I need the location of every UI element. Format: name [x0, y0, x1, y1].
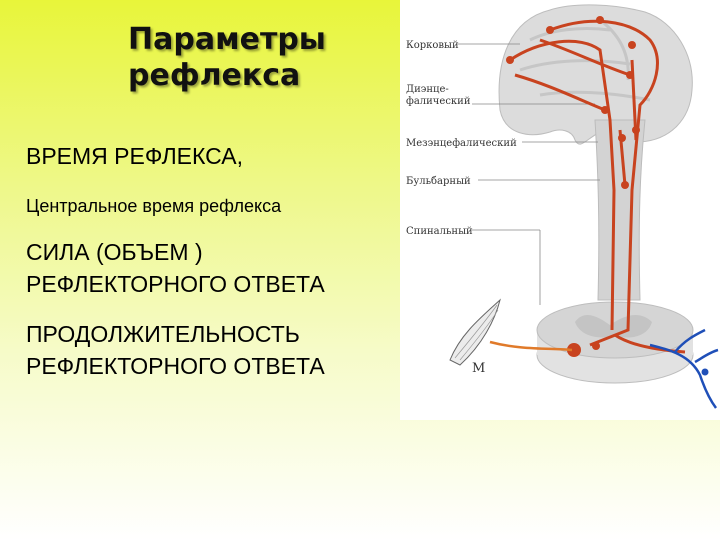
- neuron-cortex-4: [506, 56, 514, 64]
- brain-gyri: [519, 18, 651, 102]
- label-muscle: М: [472, 361, 485, 376]
- motor-nerve: [489, 340, 573, 352]
- item-reflex-strength-line-2: РЕФЛЕКТОРНОГО ОТВЕТА: [26, 271, 325, 297]
- afferent-fibers: [649, 328, 719, 409]
- neuron-cortex-1: [546, 26, 554, 34]
- label-cortical: Корковый: [406, 40, 459, 51]
- reflex-levels-figure: Корковый Диэнце- фалический Мезэнцефалич…: [400, 0, 720, 420]
- item-reflex-time: ВРЕМЯ РЕФЛЕКСА,: [26, 143, 243, 169]
- item-reflex-duration: ПРОДОЛЖИТЕЛЬНОСТЬ РЕФЛЕКТОРНОГО ОТВЕТА: [26, 318, 325, 382]
- spinal-column: [594, 119, 646, 301]
- item-reflex-duration-line-2: РЕФЛЕКТОРНОГО ОТВЕТА: [26, 353, 325, 379]
- item-reflex-duration-line-1: ПРОДОЛЖИТЕЛЬНОСТЬ: [26, 321, 300, 347]
- neuron-mesen-1: [632, 126, 640, 134]
- neuron-dien-2: [626, 71, 634, 79]
- label-bulbar: Бульбарный: [406, 176, 471, 187]
- item-reflex-strength-line-1: СИЛА (ОБЪЕМ ): [26, 239, 203, 265]
- label-mesen: Мезэнцефалический: [406, 138, 517, 149]
- neuron-cortex-3: [628, 41, 636, 49]
- slide-title: Параметры рефлекса: [128, 22, 388, 94]
- motor-neuron: [567, 343, 581, 357]
- interneuron: [592, 342, 600, 350]
- item-central-time: Центральное время рефлекса: [26, 196, 282, 216]
- title-line-1: Параметры: [128, 22, 326, 57]
- muscle-fibers: [454, 304, 499, 361]
- item-reflex-strength: СИЛА (ОБЪЕМ ) РЕФЛЕКТОРНОГО ОТВЕТА: [26, 236, 325, 300]
- neuron-mesen-2: [618, 134, 626, 142]
- afferent-ganglion: [701, 368, 709, 376]
- neuron-cortex-2: [596, 16, 604, 24]
- reflex-levels-illustration: Корковый Диэнце- фалический Мезэнцефалич…: [406, 4, 719, 409]
- neuron-bodies: [506, 16, 640, 357]
- neuron-dien-1: [601, 106, 609, 114]
- title-line-2: рефлекса: [128, 58, 301, 93]
- label-dien-2: фалический: [406, 96, 471, 107]
- neuron-bulbar: [621, 181, 629, 189]
- label-spinal: Спинальный: [406, 226, 473, 237]
- label-dien-1: Диэнце-: [406, 84, 449, 95]
- brain-shape: [498, 4, 693, 145]
